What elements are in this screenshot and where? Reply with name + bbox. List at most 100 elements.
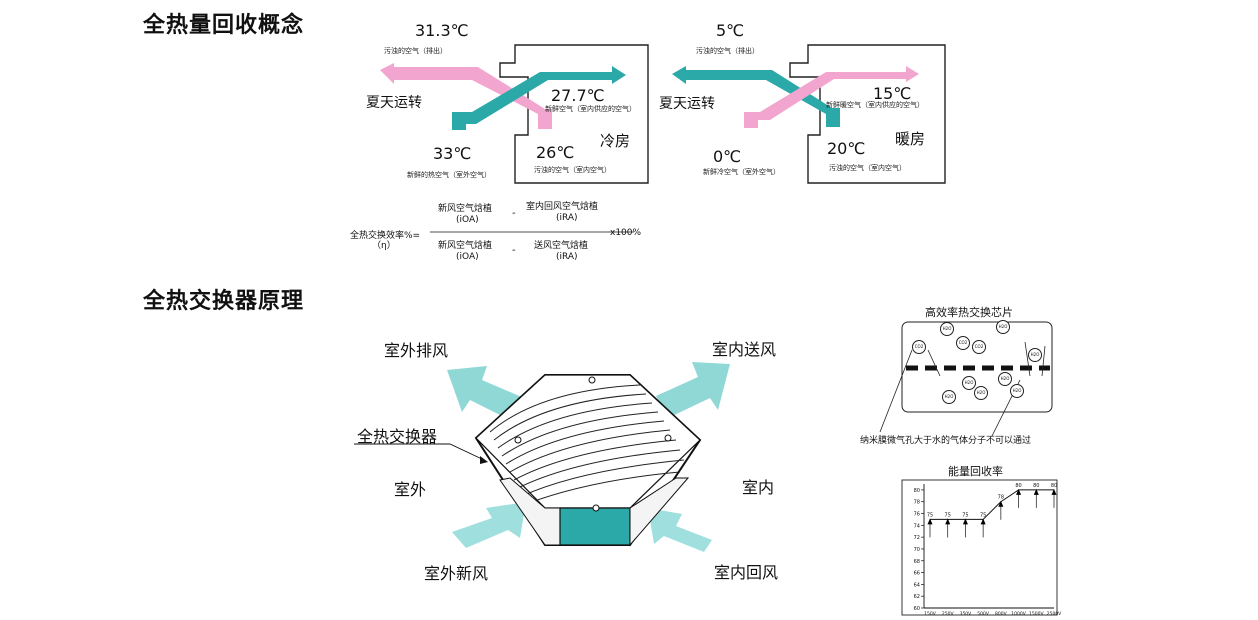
summer-exhaust-desc: 污浊的空气（排出） (384, 47, 447, 55)
indoor-return-arrow (648, 508, 712, 552)
concept-heading: 全热量回收概念 (143, 13, 305, 38)
indoor-return-label: 室内回风 (714, 563, 779, 582)
y-tick-label: 62 (914, 594, 920, 600)
summer-pink-flow (380, 63, 552, 129)
indoor-supply-label: 室内送风 (712, 340, 777, 359)
summer-teal-flow (452, 66, 626, 130)
y-tick-label: 64 (914, 582, 920, 588)
molecule-h2o: H2O (998, 372, 1012, 386)
x-tick-label: 1500V (1029, 611, 1044, 617)
y-tick-label: 60 (914, 606, 920, 612)
summer-room-label: 冷房 (600, 132, 631, 150)
y-tick-label: 70 (914, 547, 920, 553)
molecule-h2o: H2O (974, 386, 988, 400)
recovery-chart-title: 能量回收率 (948, 465, 1003, 478)
winter-exhaust-desc: 污浊的空气（排出） (696, 47, 759, 55)
summer-supply-temp: 27.7℃ (551, 86, 605, 105)
heat-exchanger-core (474, 374, 702, 547)
chip-caption: 纳米膜微气孔大于水的气体分子不可以通过 (860, 436, 1032, 446)
data-label: 80 (1033, 483, 1039, 489)
data-point (1051, 488, 1057, 495)
data-label: 75 (980, 512, 986, 518)
winter-room-label: 暖房 (895, 130, 926, 148)
summer-return-desc: 污浊的空气（室内空气） (534, 166, 611, 174)
molecule-co2: CO2 (912, 340, 926, 354)
molecule-co2: CO2 (956, 336, 970, 350)
y-tick-label: 66 (914, 571, 920, 577)
formula-lhs-symbol: （η） (372, 241, 396, 251)
formula-den-b-sym: (iRA) (556, 252, 578, 262)
data-point (1016, 488, 1022, 495)
winter-supply-desc: 新鲜暖空气（室内供应的空气） (826, 101, 924, 109)
x-tick-label: 150V (924, 611, 937, 617)
y-tick-label: 76 (914, 512, 920, 518)
y-tick-label: 74 (914, 523, 920, 529)
data-point (945, 518, 951, 525)
data-label: 75 (945, 512, 951, 518)
data-point (998, 500, 1004, 507)
outdoor-exhaust-label: 室外排风 (384, 341, 449, 360)
winter-outdoor-temp: 0℃ (713, 147, 742, 166)
outdoor-fresh-label: 室外新风 (424, 564, 489, 583)
principle-heading: 全热交换器原理 (143, 289, 305, 314)
data-label: 80 (1051, 483, 1057, 489)
data-point (980, 518, 986, 525)
outdoor-fresh-arrow (452, 502, 526, 548)
outdoor-label: 室外 (394, 480, 427, 499)
x-tick-label: 350V (960, 611, 973, 617)
data-label: 75 (927, 512, 933, 518)
y-tick-label: 72 (914, 535, 920, 541)
winter-return-temp: 20℃ (827, 139, 866, 158)
recovery-chart-frame (901, 479, 1058, 616)
molecule-h2o: H2O (996, 320, 1010, 334)
outdoor-exhaust-arrow (447, 366, 524, 420)
winter-supply-temp: 15℃ (873, 84, 912, 103)
formula-num-b-sym: (iRA) (556, 213, 578, 223)
summer-mode-label: 夏天运转 (366, 95, 422, 111)
x-tick-label: 1000V (1011, 611, 1026, 617)
winter-room-outline (789, 44, 946, 184)
formula-den-minus: - (512, 245, 516, 256)
y-tick-label: 80 (914, 488, 920, 494)
molecule-co2: CO2 (972, 340, 986, 354)
summer-exhaust-temp: 31.3℃ (415, 21, 469, 40)
molecule-h2o: H2O (942, 390, 956, 404)
formula-num-b: 室内回风空气焓植 (526, 202, 599, 212)
summer-supply-desc: 新鲜空气（室内供应的空气） (545, 105, 636, 113)
series-line (930, 489, 1054, 520)
formula-lhs: 全热交换效率%= (350, 231, 421, 241)
data-point (1033, 488, 1039, 495)
data-label: 80 (1015, 483, 1021, 489)
formula-num-a: 新风空气焓植 (438, 204, 493, 214)
formula-den-b: 送风空气焓植 (534, 241, 589, 251)
summer-return-temp: 26℃ (536, 143, 575, 162)
winter-mode-label: 夏天运转 (659, 96, 715, 112)
molecule-h2o: H2O (1010, 384, 1024, 398)
chip-title: 高效率热交换芯片 (925, 306, 1013, 319)
x-tick-label: 250V (942, 611, 955, 617)
summer-room-outline (499, 44, 649, 184)
winter-pink-flow (744, 66, 919, 128)
data-point (962, 518, 968, 525)
x-tick-label: 2500V (1047, 611, 1062, 617)
molecule-h2o: H2O (1028, 348, 1042, 362)
molecule-h2o: H2O (962, 376, 976, 390)
summer-outdoor-desc: 新鲜的热空气（室外空气） (407, 171, 491, 179)
data-point (927, 518, 933, 525)
formula-suffix: x100% (610, 228, 642, 238)
formula-num-minus: - (512, 208, 516, 219)
indoor-label: 室内 (742, 478, 775, 497)
indoor-supply-arrow (656, 362, 730, 418)
formula-num-a-sym: (iOA) (456, 215, 479, 225)
summer-outdoor-temp: 33℃ (433, 144, 472, 163)
formula-den-a: 新风空气焓植 (438, 241, 493, 251)
formula-den-a-sym: (iOA) (456, 252, 479, 262)
data-label: 75 (962, 512, 968, 518)
y-tick-label: 78 (914, 500, 920, 506)
data-label: 78 (998, 495, 1004, 501)
x-tick-label: 500V (977, 611, 990, 617)
device-pointer (354, 443, 485, 461)
winter-return-desc: 污浊的空气（室内空气） (829, 164, 906, 172)
